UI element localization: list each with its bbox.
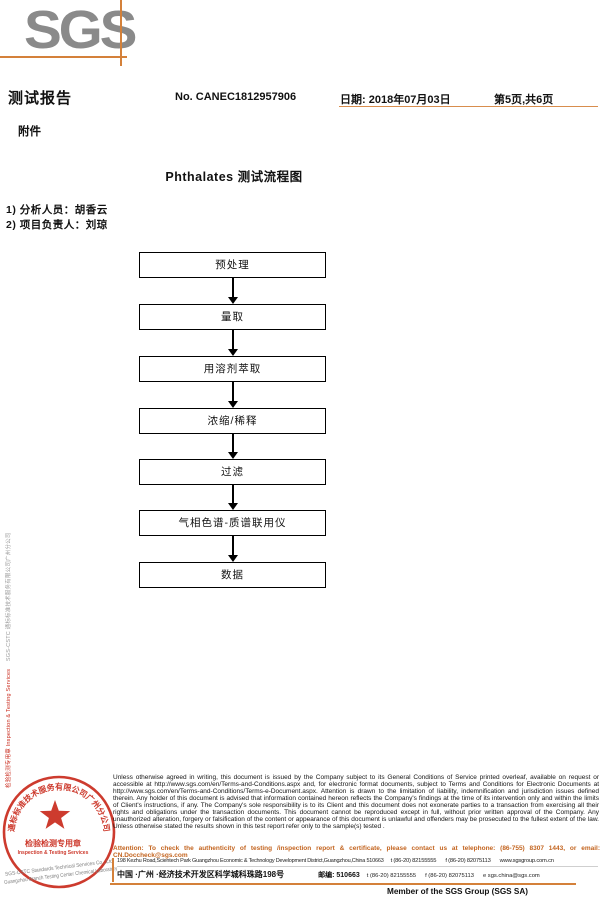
stamp-title-en: Inspection & Testing Services: [18, 850, 89, 856]
report-date: 日期: 2018年07月03日: [340, 94, 451, 106]
address-en-tel: t (86-20) 82155555: [390, 858, 437, 864]
flow-step-concentrate-dilute: 浓缩/稀释: [139, 408, 326, 434]
side-text-company-name: SGS-CSTC 通标标准技术服务有限公司广州分公司: [6, 532, 12, 662]
address-en: 198 Kezhu Road,Scientech Park Guangzhou …: [117, 858, 384, 864]
sgs-member-line: Member of the SGS Group (SGS SA): [387, 887, 529, 896]
header-underline: [339, 106, 598, 107]
address-accent-bar: [112, 858, 114, 882]
address-en-web: www.sgsgroup.com.cn: [499, 858, 554, 864]
flowchart-title: Phthalates 测试流程图: [165, 170, 303, 184]
address-cn-email: e sgs.china@sgs.com: [482, 872, 540, 879]
flow-arrow-icon: [225, 485, 241, 510]
address-row-cn: 中国 ·广州 ·经济技术开发区科学城科珠路198号 邮编: 510663 t (…: [117, 865, 598, 880]
stamp-title-cn: 检验检测专用章: [25, 838, 81, 848]
flow-arrow-icon: [225, 382, 241, 408]
stamp-ring: [2, 775, 116, 889]
address-en-contacts: t (86-20) 82155555 f (86-20) 82075113 ww…: [391, 858, 554, 864]
address-cn-contacts: t (86-20) 82155555 f (86-20) 82075113 e …: [367, 873, 540, 879]
footer-rule: [110, 883, 576, 885]
flow-step-gcms: 气相色谱-质谱联用仪: [139, 510, 326, 536]
report-title: 测试报告: [8, 90, 73, 107]
flow-step-pretreatment: 预处理: [139, 252, 326, 278]
flow-arrow-icon: [225, 330, 241, 356]
flow-arrow-icon: [225, 434, 241, 459]
address-row-en: 198 Kezhu Road,Scientech Park Guangzhou …: [117, 858, 598, 866]
crop-mark-horizontal: [0, 56, 127, 58]
address-cn: 中国 ·广州 ·经济技术开发区科学城科珠路198号: [117, 869, 285, 879]
address-block: 198 Kezhu Road,Scientech Park Guangzhou …: [117, 858, 598, 880]
legal-disclaimer: Unless otherwise agreed in writing, this…: [113, 774, 599, 830]
address-cn-postcode: 邮编: 510663: [318, 871, 360, 879]
attention-notice: Attention: To check the authenticity of …: [113, 845, 600, 859]
flow-step-solvent-extraction: 用溶剂萃取: [139, 356, 326, 382]
address-cn-tel: t (86-20) 82155555: [366, 872, 417, 879]
flow-arrow-icon: [225, 536, 241, 562]
sgs-logo: SGS: [24, 0, 137, 60]
left-margin-vertical-text: 检验检测专用章 Inspection & Testing Services SG…: [4, 532, 17, 788]
analyst-note: 1) 分析人员：胡香云: [6, 204, 108, 216]
inspection-stamp: 通标标准技术服务有限公司广州分公司 检验检测专用章 Inspection & T…: [2, 775, 118, 889]
flow-step-measure: 量取: [139, 304, 326, 330]
attachment-label: 附件: [18, 126, 41, 138]
crop-mark-vertical: [120, 0, 122, 66]
page-indicator: 第5页,共6页: [494, 94, 554, 106]
flow-step-filter: 过滤: [139, 459, 326, 485]
address-cn-fax: f (86-20) 82075113: [425, 872, 474, 879]
address-en-fax: f (86-20) 82075113: [445, 858, 491, 864]
project-leader-note: 2) 项目负责人：刘琼: [6, 219, 108, 231]
flow-arrow-icon: [225, 278, 241, 304]
report-number: No. CANEC1812957906: [175, 91, 297, 103]
flow-step-data: 数据: [139, 562, 326, 588]
stamp-star-icon: [39, 800, 71, 829]
